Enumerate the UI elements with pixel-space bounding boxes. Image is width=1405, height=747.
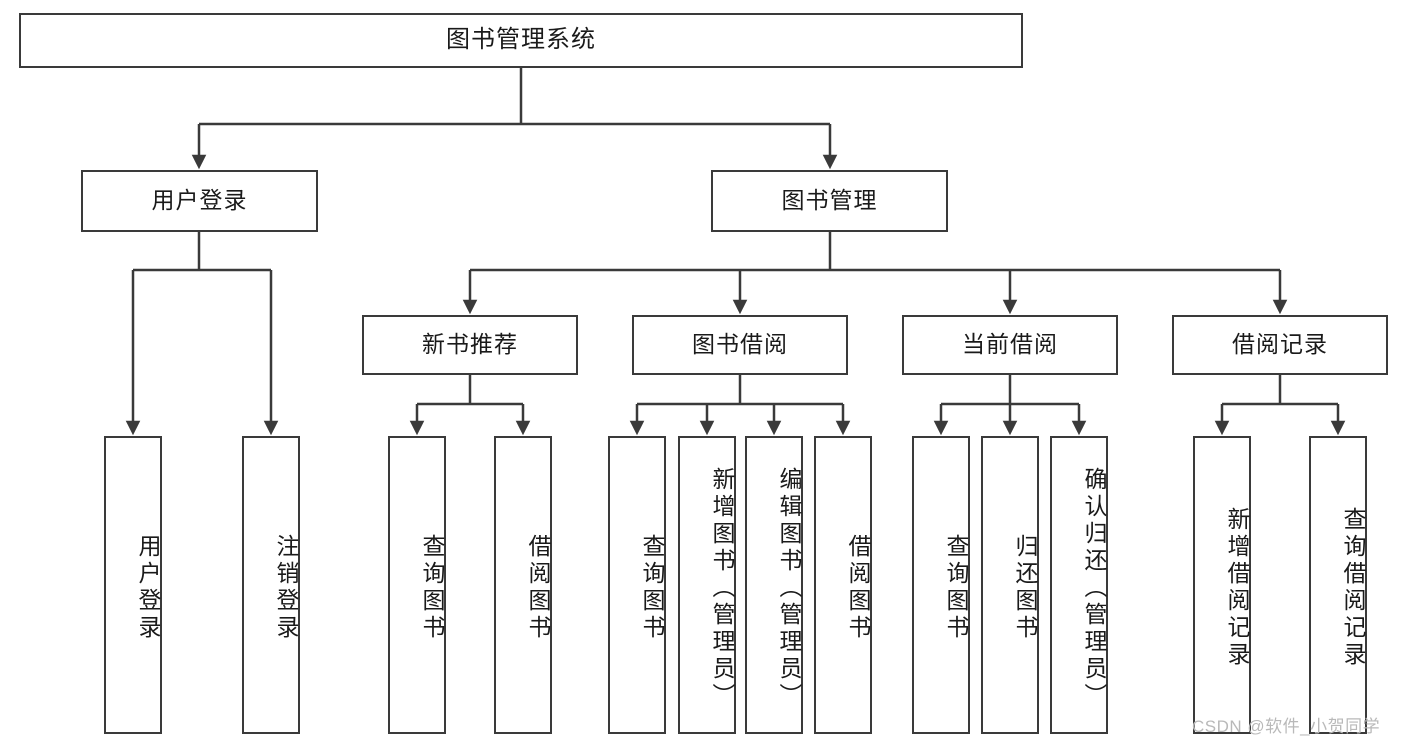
- leaf-add-book-admin[interactable]: 新增图书（管理员）: [678, 436, 736, 734]
- leaf-query-book-3-label: 查询图书: [943, 534, 969, 642]
- leaf-query-book-2[interactable]: 查询图书: [608, 436, 666, 734]
- node-user-login-label: 用户登录: [151, 187, 248, 214]
- leaf-borrow-book-1-label: 借阅图书: [525, 534, 551, 642]
- node-book-manage[interactable]: 图书管理: [711, 170, 948, 232]
- leaf-logout-login-label: 注销登录: [273, 534, 299, 642]
- node-book-borrow[interactable]: 图书借阅: [632, 315, 848, 375]
- leaf-confirm-return-admin-label: 确认归还（管理员）: [1081, 466, 1107, 710]
- leaf-edit-book-admin[interactable]: 编辑图书（管理员）: [745, 436, 803, 734]
- leaf-return-book[interactable]: 归还图书: [981, 436, 1039, 734]
- node-book-manage-label: 图书管理: [781, 187, 878, 214]
- node-new-book-recommend-label: 新书推荐: [422, 331, 518, 358]
- leaf-add-book-admin-label: 新增图书（管理员）: [709, 466, 735, 710]
- node-current-borrow-label: 当前借阅: [962, 331, 1058, 358]
- node-book-borrow-label: 图书借阅: [692, 331, 788, 358]
- leaf-query-borrow-record-label: 查询借阅记录: [1340, 507, 1366, 669]
- leaf-return-book-label: 归还图书: [1012, 534, 1038, 642]
- node-user-login[interactable]: 用户登录: [81, 170, 318, 232]
- leaf-query-book-3[interactable]: 查询图书: [912, 436, 970, 734]
- node-borrow-record[interactable]: 借阅记录: [1172, 315, 1388, 375]
- leaf-query-book-2-label: 查询图书: [639, 534, 665, 642]
- leaf-confirm-return-admin[interactable]: 确认归还（管理员）: [1050, 436, 1108, 734]
- leaf-borrow-book-1[interactable]: 借阅图书: [494, 436, 552, 734]
- node-current-borrow[interactable]: 当前借阅: [902, 315, 1118, 375]
- leaf-query-borrow-record[interactable]: 查询借阅记录: [1309, 436, 1367, 734]
- leaf-borrow-book-2-label: 借阅图书: [845, 534, 871, 642]
- leaf-user-login[interactable]: 用户登录: [104, 436, 162, 734]
- node-borrow-record-label: 借阅记录: [1232, 331, 1328, 358]
- leaf-add-borrow-record[interactable]: 新增借阅记录: [1193, 436, 1251, 734]
- node-root-label: 图书管理系统: [446, 26, 596, 54]
- leaf-borrow-book-2[interactable]: 借阅图书: [814, 436, 872, 734]
- leaf-query-book-1-label: 查询图书: [419, 534, 445, 642]
- node-root[interactable]: 图书管理系统: [19, 13, 1023, 68]
- leaf-user-login-label: 用户登录: [135, 534, 161, 642]
- leaf-logout-login[interactable]: 注销登录: [242, 436, 300, 734]
- leaf-edit-book-admin-label: 编辑图书（管理员）: [776, 466, 802, 710]
- watermark: CSDN @软件_小贺同学: [1192, 717, 1381, 736]
- leaf-query-book-1[interactable]: 查询图书: [388, 436, 446, 734]
- node-new-book-recommend[interactable]: 新书推荐: [362, 315, 578, 375]
- leaf-add-borrow-record-label: 新增借阅记录: [1224, 507, 1250, 669]
